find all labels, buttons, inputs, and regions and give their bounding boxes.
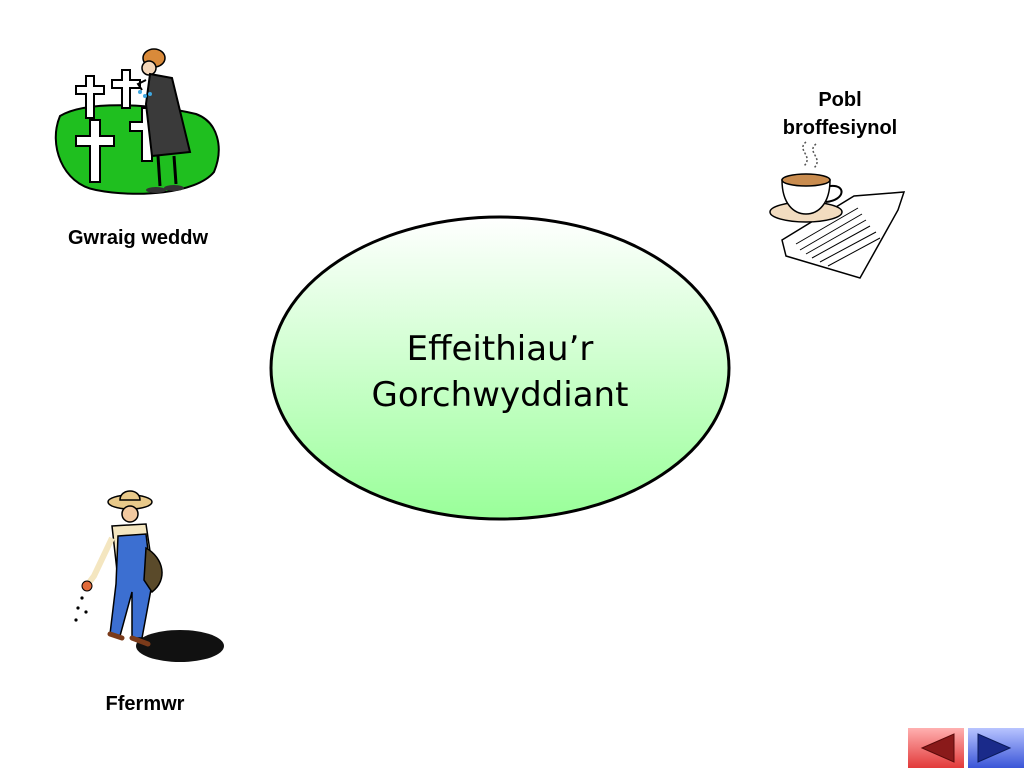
farmer-label: Ffermwr [105,693,185,715]
professionals-label: Pobl broffesiynol [748,86,932,142]
central-topic-ellipse: Effeithiau’r Gorchwyddiant [268,214,732,522]
professionals-label-line1: Pobl [818,89,862,111]
back-button[interactable] [908,728,964,768]
forward-arrow-icon [977,733,1012,763]
coffee-and-newspaper-icon [769,141,906,279]
central-topic-line1: Effeithiau’r [406,329,594,369]
central-topic-text: Effeithiau’r Gorchwyddiant [268,326,732,418]
central-topic-line2: Gorchwyddiant [371,375,629,415]
back-arrow-icon [920,733,955,763]
professionals-label-line2: broffesiynol [782,117,898,139]
ellipse-shape [269,215,731,521]
forward-button[interactable] [968,728,1024,768]
widow-at-graves-icon [54,48,220,195]
widow-label: Gwraig weddw [67,227,209,249]
farmer-sowing-icon [74,490,224,662]
